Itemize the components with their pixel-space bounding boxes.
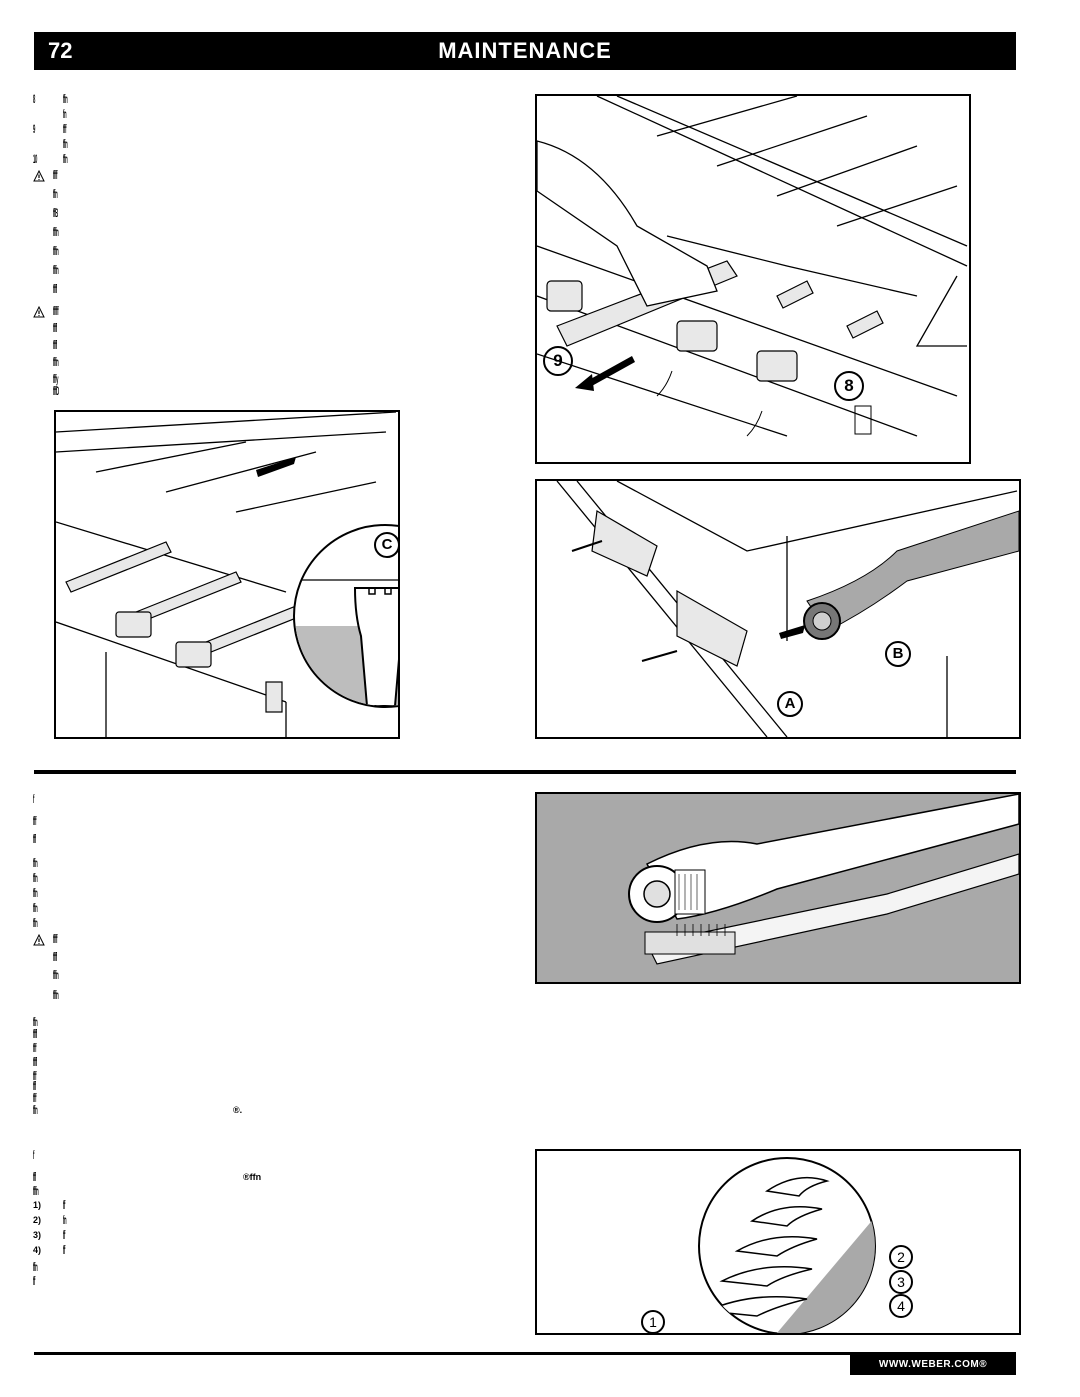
warning-line: fffff — [53, 304, 59, 318]
burner-insertion-illustration — [556, 481, 1019, 737]
list-text: ff — [63, 1243, 66, 1257]
section-heading: f — [33, 1148, 35, 1162]
list-number: 1) — [33, 1200, 42, 1210]
callout-c: C — [374, 532, 398, 558]
brush-cleaning-illustration — [628, 794, 1019, 965]
section-heading: f — [33, 792, 35, 806]
step-number: 8 — [33, 92, 35, 106]
warning-icon — [33, 306, 45, 318]
footer-rule — [34, 1352, 1016, 1355]
paragraph-line: ffn — [33, 886, 38, 900]
list-text: fn — [63, 1213, 67, 1227]
step-number: 10 — [33, 152, 37, 166]
warning-line: ffn — [53, 187, 58, 201]
warning-line: fffl — [53, 321, 57, 335]
warning-line: ffff — [53, 932, 58, 946]
callout-a: A — [777, 691, 803, 717]
list-number: 2) — [33, 1215, 42, 1225]
figure-burner-removal: 9 8 — [535, 94, 971, 464]
warning-line: ffff — [53, 168, 58, 182]
warning-line: fffD — [53, 384, 59, 398]
page-header: 72 MAINTENANCE — [34, 32, 1016, 70]
paragraph-line: ffn — [33, 1103, 38, 1117]
paragraph-line: ffn — [33, 916, 38, 930]
warning-line: fffl — [53, 338, 57, 352]
paragraph-line: fffn — [33, 1184, 39, 1198]
list-number: 4) — [33, 1245, 42, 1255]
step-text: ffn — [63, 92, 68, 106]
paragraph-line: fff — [33, 1069, 37, 1083]
step-text: fn — [63, 107, 67, 121]
step-text: fff — [63, 122, 67, 136]
step-number: 9 — [33, 122, 35, 136]
callout-2: 2 — [889, 1245, 913, 1269]
footer-url[interactable]: WWW.WEBER.COM® — [850, 1355, 1016, 1375]
flame-pattern-illustration — [698, 1157, 876, 1333]
warning-line: fffn — [53, 988, 59, 1002]
list-text: ff — [63, 1228, 66, 1242]
figure-burner-slot: C — [54, 410, 400, 739]
burner-slot-illustration — [56, 412, 397, 737]
callout-b: B — [885, 641, 911, 667]
paragraph-line: fff — [33, 814, 37, 828]
paragraph-line: fffl — [33, 1055, 37, 1069]
callout-1: 1 — [641, 1310, 665, 1333]
paragraph-line: ffn — [33, 871, 38, 885]
paragraph-line: ffl — [33, 832, 36, 846]
warning-line: fffn — [53, 225, 59, 239]
warning-line: fffn — [53, 355, 59, 369]
callout-9: 9 — [543, 346, 573, 376]
paragraph-line: fffl — [33, 1027, 37, 1041]
figure-flame-pattern: 1 2 3 4 — [535, 1149, 1021, 1335]
figure-burner-insertion: B A — [535, 479, 1021, 739]
page-number: 72 — [48, 38, 73, 63]
callout-3: 3 — [889, 1270, 913, 1294]
warning-line: fffl — [53, 950, 57, 964]
warning-line: fffl — [53, 282, 57, 296]
list-text: ff — [63, 1198, 66, 1212]
warning-icon — [33, 934, 45, 946]
warning-line: fffn — [53, 263, 59, 277]
paragraph-line: ffn — [33, 1015, 38, 1029]
warning-line: fffy — [53, 372, 59, 386]
callout-4: 4 — [889, 1294, 913, 1318]
registered-mark: ®. — [233, 1105, 243, 1115]
paragraph-line: ffl — [33, 1079, 36, 1093]
paragraph-line: fff — [33, 1091, 37, 1105]
paragraph-line: ffn — [33, 1260, 38, 1274]
paragraph-line: fff — [33, 1041, 37, 1055]
page-title: MAINTENANCE — [438, 38, 612, 63]
burner-removal-illustration — [537, 96, 968, 437]
warning-icon — [33, 170, 45, 182]
section-divider — [34, 770, 1016, 774]
warning-line: fffn — [53, 968, 59, 982]
paragraph-line: ffn — [33, 901, 38, 915]
step-text: ffn — [63, 152, 68, 166]
callout-8: 8 — [834, 371, 864, 401]
step-text: ffn — [63, 137, 68, 151]
paragraph-line: ff — [33, 1274, 36, 1288]
warning-line: ffB — [53, 206, 58, 220]
paragraph-line: ffl — [33, 1170, 36, 1184]
warning-line: fffn — [53, 244, 59, 258]
registered-mark: ®ffn — [243, 1172, 262, 1182]
paragraph-line: ffn — [33, 856, 38, 870]
figure-brush-cleaning — [535, 792, 1021, 984]
list-number: 3) — [33, 1230, 42, 1240]
